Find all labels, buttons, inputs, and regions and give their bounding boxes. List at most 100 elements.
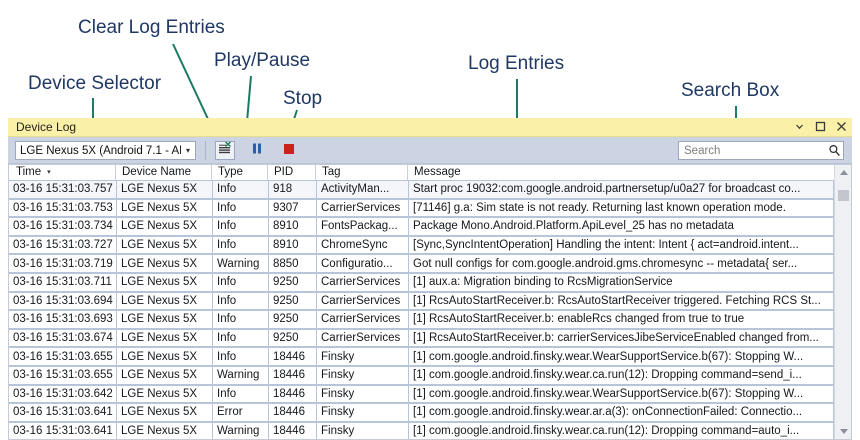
column-header-pid[interactable]: PID <box>268 164 316 180</box>
clear-log-entries-button[interactable] <box>215 141 235 160</box>
cell-device-name: LGE Nexus 5X <box>116 421 212 440</box>
column-header-time[interactable]: Time ▾ <box>8 164 116 180</box>
cell-type: Info <box>212 217 268 236</box>
stop-icon <box>283 142 295 160</box>
maximize-icon[interactable] <box>814 119 827 134</box>
device-log-window: Device Log LGE Nexus 5X (Android 7.1 - A… <box>8 118 852 440</box>
grid-header-row: Time ▾ Device Name Type PID Tag Message <box>8 164 834 180</box>
cell-tag: Finsky <box>316 403 408 422</box>
toolbar-divider <box>205 141 206 160</box>
cell-pid: 18446 <box>268 384 316 404</box>
cell-time: 03-16 15:31:03.641 <box>8 403 116 422</box>
column-header-type[interactable]: Type <box>212 164 268 180</box>
stop-button[interactable] <box>279 141 299 160</box>
cell-pid: 8910 <box>268 235 316 255</box>
cell-message: [1] com.google.android.finsky.wear.ca.ru… <box>408 421 834 440</box>
cell-message: [Sync,SyncIntentOperation] Handling the … <box>408 235 834 255</box>
log-entries-grid[interactable]: Time ▾ Device Name Type PID Tag Message … <box>8 164 852 440</box>
cell-time: 03-16 15:31:03.641 <box>8 421 116 440</box>
cell-pid: 8910 <box>268 217 316 236</box>
cell-type: Info <box>212 235 268 255</box>
search-placeholder: Search <box>684 144 721 157</box>
annotation-log-entries: Log Entries <box>468 53 565 74</box>
cell-time: 03-16 15:31:03.694 <box>8 291 116 311</box>
chevron-down-icon[interactable] <box>793 119 806 134</box>
cell-time: 03-16 15:31:03.727 <box>8 235 116 255</box>
cell-time: 03-16 15:31:03.674 <box>8 328 116 348</box>
cell-time: 03-16 15:31:03.757 <box>8 180 116 199</box>
cell-message: [1] RcsAutoStartReceiver.b: enableRcs ch… <box>408 310 834 329</box>
device-selector-value: LGE Nexus 5X (Android 7.1 - API 25) <box>20 144 181 157</box>
cell-device-name: LGE Nexus 5X <box>116 254 212 273</box>
column-header-message[interactable]: Message <box>414 166 461 178</box>
cell-device-name: LGE Nexus 5X <box>116 384 212 404</box>
cell-type: Warning <box>212 421 268 440</box>
cell-message: [1] com.google.android.finsky.wear.WearS… <box>408 384 834 404</box>
vertical-scrollbar[interactable] <box>834 164 852 440</box>
cell-device-name: LGE Nexus 5X <box>116 217 212 236</box>
play-pause-button[interactable] <box>247 141 267 160</box>
annotation-search-box: Search Box <box>681 80 780 101</box>
search-icon[interactable] <box>825 144 843 157</box>
page-title: Device Log <box>16 120 77 134</box>
cell-type: Info <box>212 180 268 199</box>
annotation-device-selector: Device Selector <box>28 73 162 94</box>
cell-device-name: LGE Nexus 5X <box>116 272 212 292</box>
cell-tag: Finsky <box>316 347 408 366</box>
scroll-down-button[interactable] <box>835 423 852 440</box>
cell-device-name: LGE Nexus 5X <box>116 180 212 199</box>
scrollbar-thumb[interactable] <box>838 190 849 201</box>
cell-message: [71146] g.a: Sim state is not ready. Ret… <box>408 198 834 218</box>
device-selector-combobox[interactable]: LGE Nexus 5X (Android 7.1 - API 25) ▾ <box>15 141 196 160</box>
cell-tag: Finsky <box>316 365 408 385</box>
cell-message: [1] RcsAutoStartReceiver.b: RcsAutoStart… <box>408 291 834 311</box>
window-controls <box>793 119 848 134</box>
cell-type: Warning <box>212 365 268 385</box>
column-header-time-label: Time <box>16 166 42 178</box>
cell-device-name: LGE Nexus 5X <box>116 328 212 348</box>
cell-type: Error <box>212 403 268 422</box>
search-input[interactable]: Search <box>678 141 844 160</box>
cell-tag: CarrierServices <box>316 328 408 348</box>
column-header-tag[interactable]: Tag <box>316 164 408 180</box>
cell-pid: 18446 <box>268 347 316 366</box>
cell-message: [1] com.google.android.finsky.wear.ar.a(… <box>408 403 834 422</box>
close-icon[interactable] <box>835 119 848 134</box>
cell-message: [1] com.google.android.finsky.wear.ca.ru… <box>408 365 834 385</box>
cell-tag: CarrierServices <box>316 198 408 218</box>
cell-device-name: LGE Nexus 5X <box>116 198 212 218</box>
cell-tag: ChromeSync <box>316 235 408 255</box>
cell-pid: 9307 <box>268 198 316 218</box>
cell-device-name: LGE Nexus 5X <box>116 347 212 366</box>
chevron-down-icon[interactable]: ▾ <box>185 146 190 155</box>
annotation-clear-log-entries: Clear Log Entries <box>78 17 225 38</box>
cell-time: 03-16 15:31:03.753 <box>8 198 116 218</box>
cell-pid: 918 <box>268 180 316 199</box>
scroll-up-button[interactable] <box>835 164 852 181</box>
cell-time: 03-16 15:31:03.655 <box>8 365 116 385</box>
annotation-play-pause: Play/Pause <box>214 50 311 71</box>
cell-pid: 18446 <box>268 421 316 440</box>
cell-time: 03-16 15:31:03.693 <box>8 310 116 329</box>
pause-icon <box>251 142 263 160</box>
cell-tag: Configuratio... <box>316 254 408 273</box>
cell-tag: CarrierServices <box>316 272 408 292</box>
column-header-device-name[interactable]: Device Name <box>116 164 212 180</box>
cell-tag: CarrierServices <box>316 291 408 311</box>
cell-type: Info <box>212 384 268 404</box>
